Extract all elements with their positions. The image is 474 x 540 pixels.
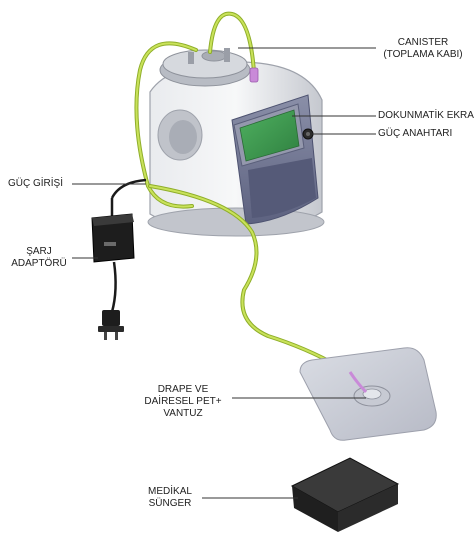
label-drape: DRAPE VE DAİRESEL PET+ VANTUZ [136, 384, 230, 420]
leader-lines [72, 47, 376, 499]
label-canister-line1: CANISTER [397, 37, 449, 48]
label-sponge: MEDİKAL SÜNGER [140, 486, 200, 510]
label-charger-line1: ŞARJ [26, 246, 52, 257]
canister-icon [159, 48, 251, 87]
sponge-icon [290, 457, 400, 532]
label-touchscreen: DOKUNMATİK EKRAN [378, 110, 474, 121]
label-drape-line3: VANTUZ [163, 408, 203, 419]
label-power-switch: GÜÇ ANAHTARI [378, 128, 453, 139]
label-sponge-line1: MEDİKAL [148, 486, 192, 497]
label-drape-line2: DAİRESEL PET+ [144, 396, 222, 407]
power-adapter-icon [91, 178, 147, 313]
touchscreen-icon [233, 103, 305, 167]
label-sponge-line2: SÜNGER [148, 498, 192, 509]
power-switch-icon [302, 128, 314, 140]
label-charger-line2: ADAPTÖRÜ [11, 258, 67, 269]
power-plug-icon [98, 310, 124, 340]
label-power-input: GÜÇ GİRİŞİ [8, 178, 64, 189]
label-drape-line1: DRAPE VE [157, 384, 209, 395]
label-charger: ŞARJ ADAPTÖRÜ [8, 246, 70, 270]
drape-icon [299, 347, 437, 441]
tube-icon [134, 11, 340, 368]
label-canister: CANISTER (TOPLAMA KABI) [378, 37, 468, 61]
label-canister-line2: (TOPLAMA KABI) [383, 49, 463, 60]
